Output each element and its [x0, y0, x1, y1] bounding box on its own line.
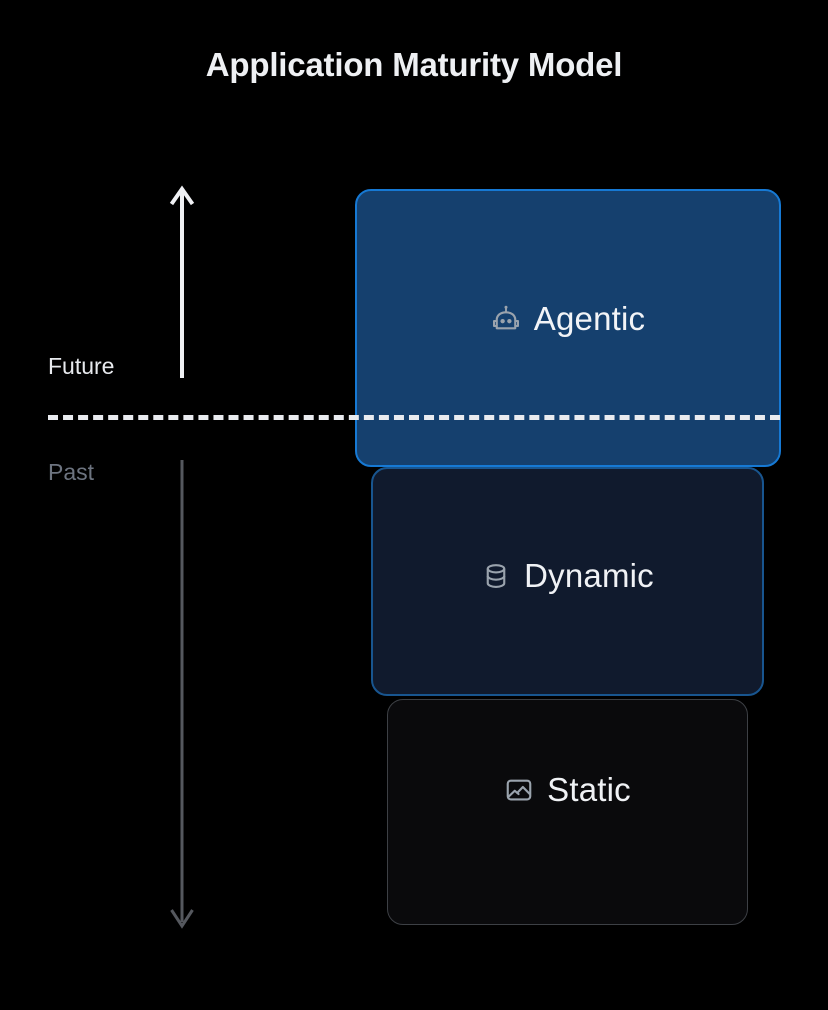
layer-static[interactable]: Static [387, 699, 748, 925]
layer-dynamic[interactable]: Dynamic [371, 467, 764, 696]
layer-agentic-label: Agentic [533, 300, 646, 337]
image-icon [506, 779, 532, 801]
arrow-up-icon [169, 185, 195, 378]
layer-dynamic-label: Dynamic [524, 556, 654, 594]
dashed-divider [48, 415, 780, 420]
robot-icon [492, 305, 519, 330]
layer-agentic-content: Agentic [491, 299, 645, 339]
layer-static-content: Static [504, 770, 631, 810]
timeline-label-future: Future [48, 353, 115, 379]
arrow-down-icon [170, 460, 194, 929]
layer-dynamic-content: Dynamic [481, 556, 654, 596]
timeline-axis: Future Past [0, 0, 356, 1010]
page-title: Application Maturity Model [205, 46, 623, 83]
timeline-label-past: Past [48, 459, 95, 485]
layer-static-label: Static [547, 771, 631, 808]
database-icon [486, 563, 506, 588]
layer-agentic[interactable]: Agentic [355, 189, 781, 467]
